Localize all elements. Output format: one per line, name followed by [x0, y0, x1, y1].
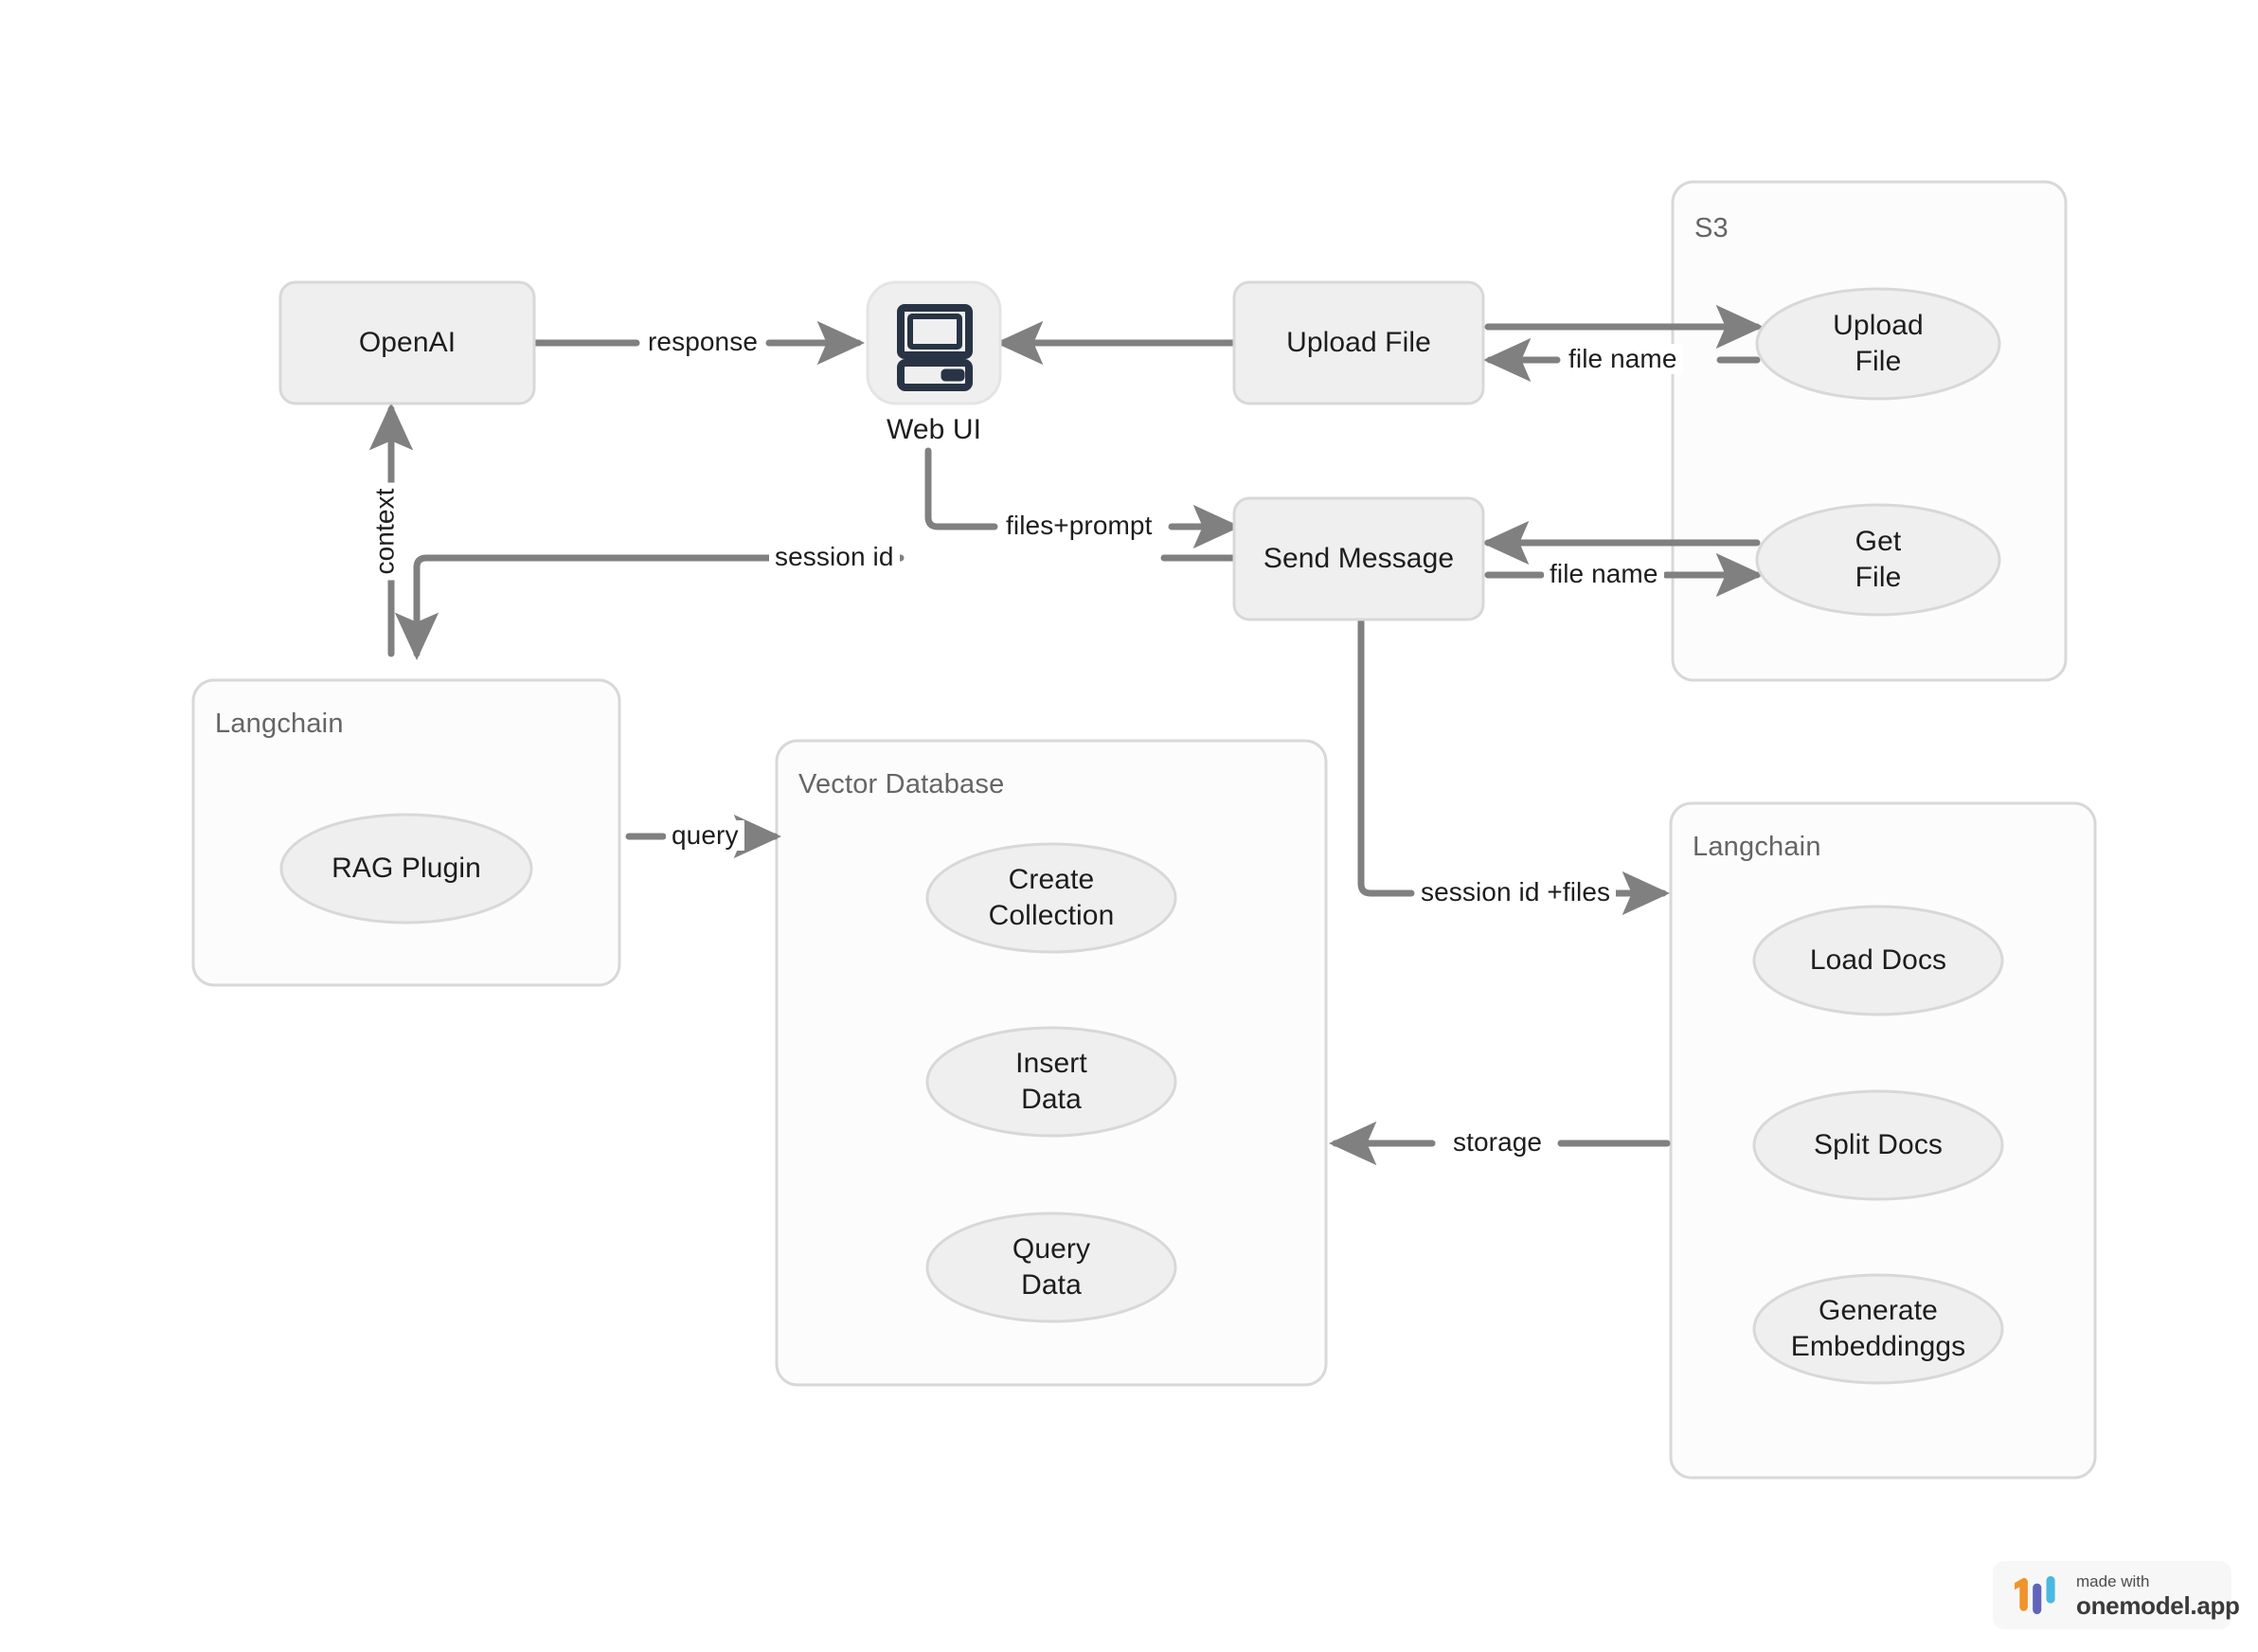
node-label-web-ui: Web UI	[886, 414, 982, 445]
node-generate-embeddings[interactable]	[1752, 1273, 2004, 1385]
node-send-message[interactable]	[1232, 496, 1485, 621]
edge-webui-filesprompt-a	[924, 447, 998, 530]
watermark-badge[interactable]: made with onemodel.app	[1993, 1561, 2240, 1629]
edge-label-session-id-files: session id +files	[1415, 877, 1617, 907]
edge-sendmessage-sessionidfiles-a	[1357, 615, 1415, 897]
node-insert-data[interactable]	[925, 1026, 1177, 1138]
node-openai[interactable]	[278, 280, 536, 405]
group-title-langchain-right: Langchain	[1693, 832, 1821, 862]
watermark-text: made with onemodel.app	[2076, 1573, 2240, 1618]
watermark-brand: onemodel.app	[2076, 1590, 2240, 1620]
group-title-s3: S3	[1694, 213, 1729, 243]
edge-label-session-id: session id	[769, 542, 900, 572]
edge-label-storage: storage	[1447, 1127, 1549, 1158]
group-title-vector-database: Vector Database	[798, 769, 1005, 799]
edge-label-files-prompt: files+prompt	[1000, 511, 1158, 541]
edge-label-response: response	[642, 327, 763, 357]
edge-sendmessage-sessionid-b	[394, 554, 905, 661]
node-load-docs[interactable]	[1752, 905, 2004, 1016]
node-upload-file[interactable]	[1232, 280, 1485, 405]
edge-label-file-name-upload: file name	[1563, 344, 1683, 374]
onemodel-logo-icon	[2015, 1575, 2055, 1615]
desktop-computer-icon	[897, 304, 973, 391]
node-rag-plugin[interactable]	[279, 813, 533, 925]
node-create-collection[interactable]	[925, 842, 1177, 954]
node-split-docs[interactable]	[1752, 1089, 2004, 1201]
node-query-data[interactable]	[925, 1212, 1177, 1323]
group-title-langchain-left: Langchain	[215, 709, 344, 739]
edge-label-file-name-get: file name	[1544, 559, 1664, 589]
edge-label-query: query	[666, 820, 744, 851]
node-s3-upload-file[interactable]	[1755, 287, 2001, 401]
edge-label-context: context	[369, 482, 401, 581]
node-s3-get-file[interactable]	[1755, 503, 2001, 617]
watermark-made-with: made with	[2076, 1571, 2150, 1590]
